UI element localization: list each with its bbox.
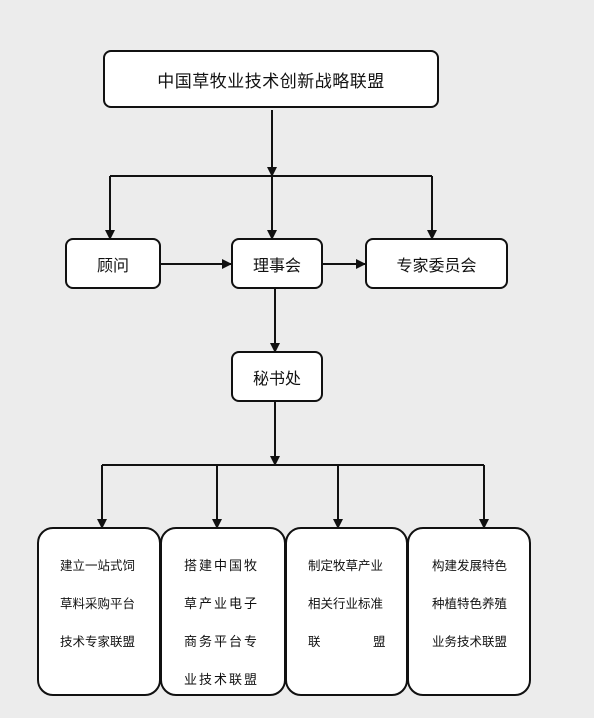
council-label: 理事会 [252,255,301,275]
branch-1-line-1: 建立一站式饲 [60,558,136,573]
branch-4-line-1: 构建发展特色 [432,558,508,573]
secretariat-node: 秘书处 [231,351,323,402]
branch-4-line-3: 业务技术联盟 [432,634,508,649]
experts-node: 专家委员会 [365,238,508,289]
root-node: 中国草牧业技术创新战略联盟 [103,50,439,108]
branch-3-line-1: 制定牧草产业 [308,558,384,573]
branch-4-line-2: 种植特色养殖 [432,596,508,611]
branch-1-line-3: 技术专家联盟 [60,634,136,649]
council-node: 理事会 [231,238,323,289]
advisor-label: 顾问 [96,255,129,275]
experts-label: 专家委员会 [396,255,477,275]
branch-2-line-4: 业技术联盟 [184,673,260,688]
branch-3-line-2: 相关行业标准 [308,596,384,611]
advisor-node: 顾问 [65,238,161,289]
branch-node-1: 建立一站式饲 草料采购平台 技术专家联盟 [37,527,161,696]
branch-3-line-3a: 联 [308,634,321,649]
branch-node-4: 构建发展特色 种植特色养殖 业务技术联盟 [407,527,531,696]
branch-node-2: 搭建中国牧 草产业电子 商务平台专 业技术联盟 [160,527,286,696]
branch-2-line-2: 草产业电子 [184,597,260,612]
secretariat-label: 秘书处 [252,368,301,388]
branch-1-line-2: 草料采购平台 [60,596,136,611]
branch-node-3: 制定牧草产业 相关行业标准 联 盟 [285,527,408,696]
branch-2-line-1: 搭建中国牧 [184,559,260,574]
branch-3-line-3b: 盟 [373,634,386,649]
branch-2-line-3: 商务平台专 [184,635,260,650]
root-label: 中国草牧业技术创新战略联盟 [157,71,385,92]
